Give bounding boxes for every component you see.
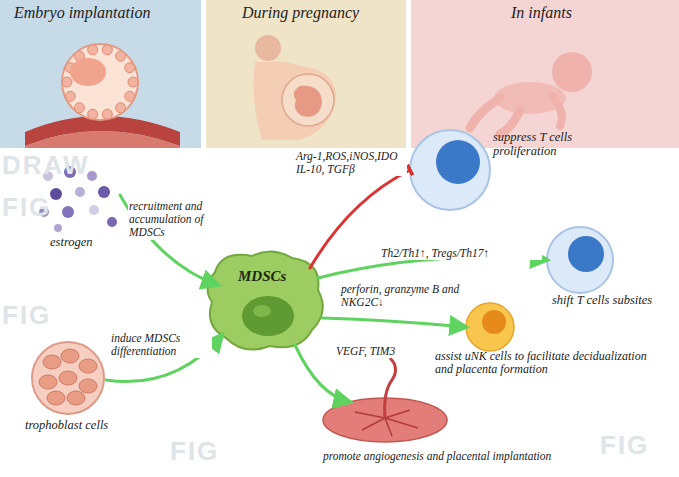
panel-title: In infants xyxy=(511,4,651,22)
edge-label: VEGF, TIM3 xyxy=(335,345,417,358)
edge-label: induce MDSCs differentiation xyxy=(110,332,212,358)
infant-figure xyxy=(470,52,592,134)
node-label: promote angiogenesis and placental impla… xyxy=(323,450,568,463)
watermark: FIG xyxy=(170,436,219,467)
panel-ground xyxy=(206,0,406,148)
edge-label: Arg-1,ROS,iNOS,IDO IL-10, TGFβ xyxy=(295,150,407,176)
promotion-arrow xyxy=(322,318,466,327)
diagram-node: MDSCs xyxy=(200,250,325,355)
node-label: trophoblast cells xyxy=(25,418,130,432)
panel-title: Embryo implantation xyxy=(14,4,194,22)
diagram-node: assist uNK cells to facilitate deciduali… xyxy=(430,300,665,390)
diagram-node: suppress T cells proliferation xyxy=(405,125,635,215)
panel-ground xyxy=(411,0,679,148)
diagram-node: shift T cells subsites xyxy=(540,225,676,310)
edge-label: recruitment and accumulation of MDSCs xyxy=(128,200,230,240)
diagram-node: promote angiogenesis and placental impla… xyxy=(318,360,568,470)
trophoblast-figure xyxy=(32,342,104,414)
promotion-arrow xyxy=(318,257,547,278)
t-cell xyxy=(547,227,613,293)
diagram-node: In infants xyxy=(411,0,679,148)
diagram-node: Embryo implantation xyxy=(0,0,201,148)
node-label: estrogen xyxy=(50,235,125,249)
diagram-node: During pregnancy xyxy=(206,0,406,148)
node-label: suppress T cells proliferation xyxy=(493,130,628,158)
watermark: FIG xyxy=(2,192,51,223)
watermark: FIG xyxy=(600,430,649,461)
node-label: shift T cells subsites xyxy=(552,293,676,307)
pregnant-figure xyxy=(254,35,337,140)
unk-cell xyxy=(466,303,514,351)
edge-label: perforin, granzyme B and NKG2C↓ xyxy=(340,283,462,309)
blastocyst-figure xyxy=(25,44,180,148)
node-label: MDSCs xyxy=(238,268,318,285)
panel-ground xyxy=(0,0,201,148)
mdsc-cell xyxy=(208,251,323,349)
edge-label: Th2/Th1↑, Tregs/Th17↑ xyxy=(380,247,542,260)
diagram-node: estrogen xyxy=(35,165,125,252)
watermark: DRAW xyxy=(2,150,89,181)
t-cell xyxy=(410,130,490,210)
node-label: assist uNK cells to facilitate deciduali… xyxy=(435,350,660,377)
panel-title: During pregnancy xyxy=(242,4,392,22)
watermark: FIG xyxy=(2,300,51,331)
